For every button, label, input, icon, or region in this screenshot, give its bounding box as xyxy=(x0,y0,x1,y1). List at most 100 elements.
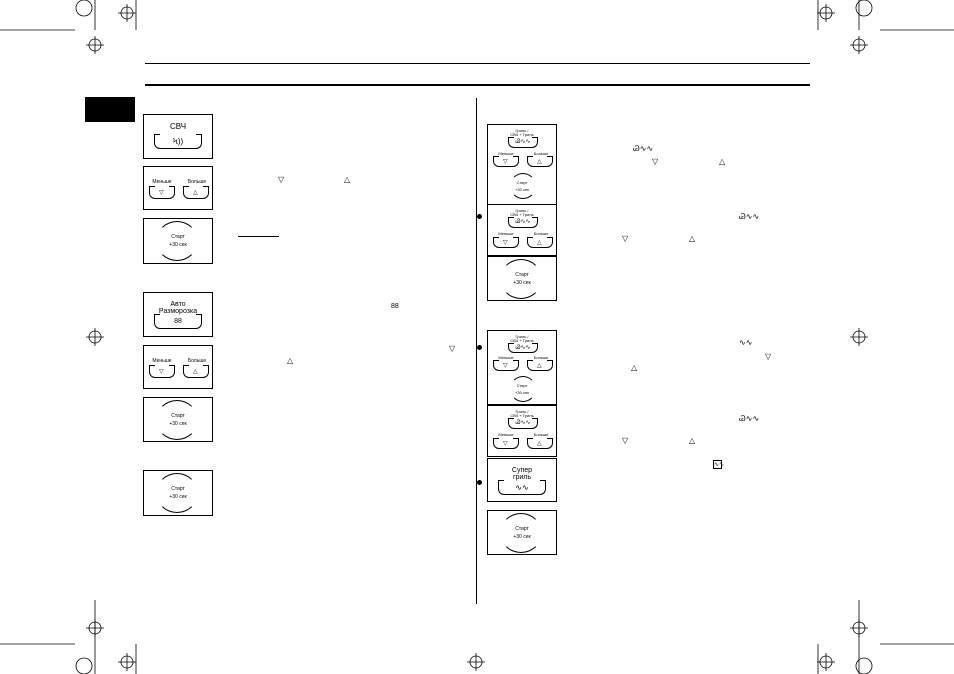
super-grill-label-bottom: гриль xyxy=(512,474,532,481)
grill-label-bottom-3: СВЧ + Гриль xyxy=(510,338,534,343)
color-target-bottom-right xyxy=(855,657,873,674)
down-arrow-icon: ▽ xyxy=(503,441,508,447)
start-label-r3: Старт xyxy=(516,383,528,388)
grill-combo-panel-1: Гриль / СВЧ + Гриль Ꮚ∿∿ Меньше Больше ▽ … xyxy=(487,124,557,205)
inline-up-arrow-icon-2: △ xyxy=(287,356,294,365)
up-arrow-icon: △ xyxy=(537,441,542,447)
less-button-r2[interactable]: ▽ xyxy=(493,237,519,248)
start-button-panel-r1: Старт +30 сек xyxy=(487,256,557,301)
start-button-r1[interactable] xyxy=(510,173,536,199)
start-label-2: Старт xyxy=(171,413,185,419)
grill-label-top: Гриль / xyxy=(515,128,529,133)
start-label-r2: Старт xyxy=(515,272,529,278)
grill-combo-panel-2: Гриль / СВЧ + Гриль Ꮚ∿∿ Меньше Больше ▽ … xyxy=(487,204,557,256)
auto-defrost-label-top: Авто xyxy=(170,301,186,308)
grill-icon: Ꮚ∿∿ xyxy=(515,420,531,426)
up-arrow-icon: △ xyxy=(193,190,198,196)
inline-up-arrow-icon-r3: △ xyxy=(631,363,638,372)
inline-down-arrow-icon-r4: ▽ xyxy=(622,436,629,445)
start-button-r3[interactable] xyxy=(510,376,536,402)
section-bullet-3 xyxy=(477,480,482,485)
less-button-2[interactable]: ▽ xyxy=(149,365,175,378)
start-sub-label-3: +30 сек xyxy=(169,494,187,500)
grill-button-4[interactable]: Ꮚ∿∿ xyxy=(508,418,538,429)
super-grill-panel: Супер гриль ∿∿ xyxy=(487,458,557,502)
microwave-icon: Ϟ)) xyxy=(172,137,184,146)
header-rule-bottom xyxy=(145,84,810,86)
start-button-panel-r2: Старт +30 сек xyxy=(487,510,557,555)
less-button-r1[interactable]: ▽ xyxy=(493,156,519,167)
down-arrow-icon: ▽ xyxy=(159,190,164,196)
super-grill-button[interactable]: ∿∿ xyxy=(498,480,546,495)
microwave-button[interactable]: Ϟ)) xyxy=(154,134,202,149)
section-bullet-1 xyxy=(477,214,482,219)
start-button-panel-2: Старт +30 сек xyxy=(143,397,213,442)
grill-label-top-3: Гриль / xyxy=(515,334,529,339)
start-label-r1: Старт xyxy=(516,180,528,185)
more-button[interactable]: △ xyxy=(183,186,209,199)
defrost-icon: 88 xyxy=(174,318,182,325)
inline-up-arrow-icon: △ xyxy=(344,175,351,184)
start-button-3[interactable] xyxy=(156,473,198,513)
grill-button[interactable]: Ꮚ∿∿ xyxy=(508,137,538,148)
up-arrow-icon: △ xyxy=(537,240,542,246)
more-label: Больше xyxy=(187,179,207,185)
auto-defrost-button[interactable]: 88 xyxy=(154,314,202,329)
inline-grill-combo-icon-2: Ꮚ∿∿ xyxy=(739,212,760,221)
more-button-r4[interactable]: △ xyxy=(527,438,553,449)
up-arrow-icon: △ xyxy=(537,159,542,165)
header-rule-top xyxy=(145,63,810,64)
start-button-panel-3: Старт +30 сек xyxy=(143,470,213,516)
start-button-panel-1: Старт +30 сек xyxy=(143,218,213,264)
less-button-r3[interactable]: ▽ xyxy=(493,360,519,371)
inline-grill-combo-icon-3: Ꮚ∿∿ xyxy=(739,414,760,423)
underline-mark xyxy=(238,236,279,237)
more-label-2: Больше xyxy=(187,358,207,364)
inline-up-arrow-icon-r4: △ xyxy=(689,436,696,445)
color-target-top-left xyxy=(75,0,93,17)
less-label-2: Меньше xyxy=(152,358,172,364)
start-button-r4[interactable] xyxy=(500,513,542,553)
more-button-r1[interactable]: △ xyxy=(527,156,553,167)
start-sub-label-r1: +30 сек xyxy=(515,187,529,192)
column-divider xyxy=(476,98,477,604)
start-button[interactable] xyxy=(156,221,198,261)
up-arrow-icon: △ xyxy=(193,369,198,375)
more-label-r4: Больше xyxy=(533,432,549,437)
start-button-2[interactable] xyxy=(156,400,198,440)
inline-grill-combo-icon: Ꮚ∿∿ xyxy=(633,144,654,153)
super-grill-label-top: Супер xyxy=(511,467,533,474)
grill-icon: Ꮚ∿∿ xyxy=(515,139,531,145)
inline-defrost-icon: 88 xyxy=(391,303,399,310)
down-arrow-icon: ▽ xyxy=(159,369,164,375)
super-grill-icon: ∿∿ xyxy=(515,483,529,492)
more-button-2[interactable]: △ xyxy=(183,365,209,378)
up-arrow-icon: △ xyxy=(537,363,542,369)
start-sub-label-2: +30 сек xyxy=(169,421,187,427)
less-button-r4[interactable]: ▽ xyxy=(493,438,519,449)
less-button[interactable]: ▽ xyxy=(149,186,175,199)
power-level-panel: Меньше Больше ▽ △ xyxy=(143,166,213,210)
grill-icon: Ꮚ∿∿ xyxy=(515,345,531,351)
color-target-top-right xyxy=(855,0,873,17)
start-sub-label: +30 сек xyxy=(169,242,187,248)
less-label-r2: Меньше xyxy=(498,231,514,236)
auto-defrost-panel: Авто Разморозка 88 xyxy=(143,292,213,337)
grill-combo-panel-3: Гриль / СВЧ + Гриль Ꮚ∿∿ Меньше Больше ▽ … xyxy=(487,330,557,405)
more-button-r3[interactable]: △ xyxy=(527,360,553,371)
inline-down-arrow-icon-r2: ▽ xyxy=(622,234,629,243)
grill-button-2[interactable]: Ꮚ∿∿ xyxy=(508,217,538,228)
grill-button-3[interactable]: Ꮚ∿∿ xyxy=(508,343,538,353)
more-button-r2[interactable]: △ xyxy=(527,237,553,248)
start-button-r2[interactable] xyxy=(500,259,542,299)
more-label-r3: Больше xyxy=(533,355,549,360)
inline-down-arrow-icon-r3: ▽ xyxy=(765,352,772,361)
less-label-r3: Меньше xyxy=(498,355,514,360)
down-arrow-icon: ▽ xyxy=(503,240,508,246)
grill-label-top-4: Гриль / xyxy=(515,409,529,414)
inline-down-arrow-icon-r1: ▽ xyxy=(652,157,659,166)
inline-down-arrow-icon: ▽ xyxy=(278,175,285,184)
weight-panel: Меньше Больше ▽ △ xyxy=(143,345,213,389)
language-tab xyxy=(85,97,135,122)
